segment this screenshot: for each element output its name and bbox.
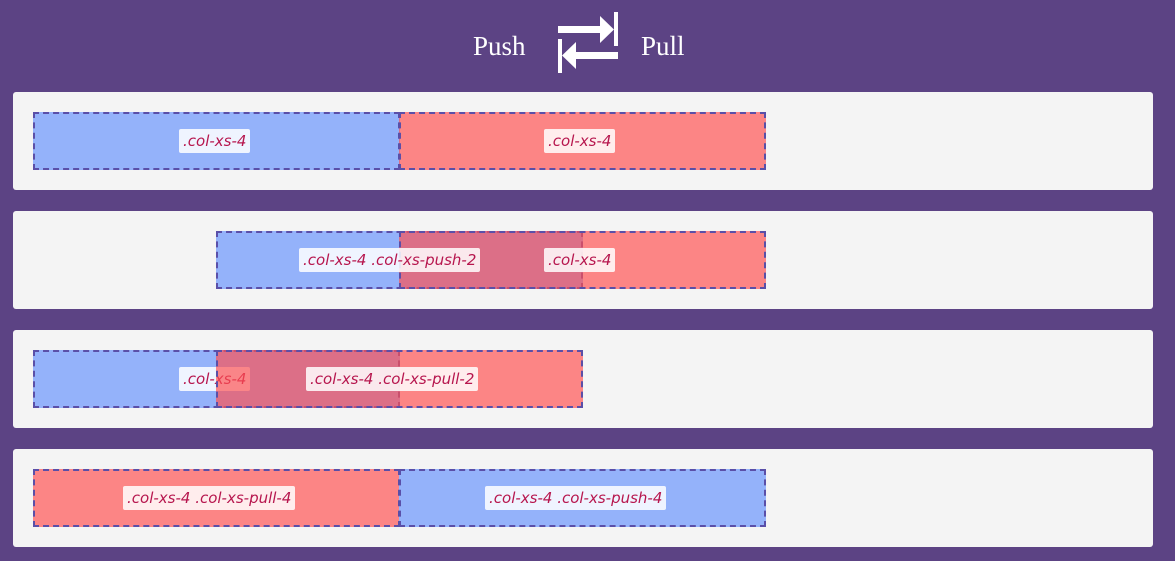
column-label: .col-xs-4 .col-xs-pull-4 [123, 486, 296, 510]
header: Push Pull [0, 0, 1175, 92]
column-a [33, 112, 400, 170]
column-label: .col-xs-4 .col-xs-pull-2 [306, 367, 479, 391]
column-b [216, 350, 583, 408]
swap-arrows-icon [558, 12, 618, 73]
row-panel-3: .col-xs-4 .col-xs-4 .col-xs-pull-2 [13, 330, 1153, 428]
column-label: .col-xs-4 [544, 129, 616, 153]
column-label: .col-xs-4 [544, 248, 616, 272]
column-label: .col-xs-4 .col-xs-push-2 [299, 248, 481, 272]
pull-label: Pull [641, 31, 685, 61]
row-panel-2: .col-xs-4 .col-xs-push-2 .col-xs-4 [13, 211, 1153, 309]
row-panel-4: .col-xs-4 .col-xs-pull-4 .col-xs-4 .col-… [13, 449, 1153, 547]
row-panel-1: .col-xs-4 .col-xs-4 [13, 92, 1153, 190]
column-label: .col-xs-4 .col-xs-push-4 [485, 486, 667, 510]
column-label: .col-xs-4 [179, 129, 251, 153]
push-label: Push [473, 31, 526, 61]
